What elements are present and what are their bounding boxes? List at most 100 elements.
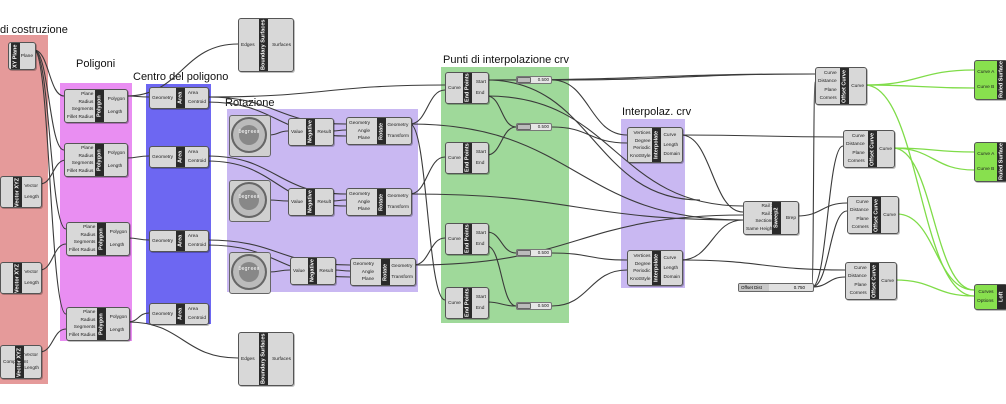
input-port[interactable]: Curve: [823, 71, 837, 77]
output-port[interactable]: Length: [107, 109, 123, 115]
input-port[interactable]: Value: [291, 129, 303, 135]
input-port[interactable]: KnotStyle: [630, 277, 651, 283]
input-port[interactable]: Curves: [978, 289, 994, 295]
input-port[interactable]: Curve: [448, 300, 461, 306]
output-port[interactable]: Geometry: [387, 194, 409, 200]
output-port[interactable]: Length: [109, 242, 125, 248]
input-port[interactable]: Curve: [853, 266, 867, 272]
output-port[interactable]: Geometry: [391, 264, 413, 270]
input-port[interactable]: Sections: [755, 219, 774, 225]
output-port[interactable]: Domain: [663, 275, 680, 281]
input-port[interactable]: Curve: [448, 236, 461, 242]
input-port[interactable]: Vertices: [633, 253, 651, 259]
input-port[interactable]: Segments: [71, 161, 94, 167]
output-port[interactable]: Start: [475, 149, 486, 155]
output-port[interactable]: End: [475, 161, 485, 167]
output-port[interactable]: Result: [319, 268, 333, 274]
number-slider[interactable]: 0.500: [516, 302, 552, 310]
input-port[interactable]: Plane: [357, 207, 371, 213]
input-port[interactable]: Angle: [361, 269, 375, 275]
port-label[interactable]: Length: [24, 195, 39, 201]
port-label[interactable]: Length: [24, 365, 39, 371]
output-port[interactable]: Start: [475, 230, 486, 236]
input-port[interactable]: Distance: [850, 208, 869, 214]
input-port[interactable]: Edges: [241, 42, 255, 48]
output-port[interactable]: End: [475, 91, 485, 97]
input-port[interactable]: Geometry: [152, 238, 174, 244]
input-port[interactable]: KnotStyle: [630, 154, 651, 160]
input-port[interactable]: Angle: [357, 128, 371, 134]
input-port[interactable]: Rail 1: [761, 204, 774, 210]
output-port[interactable]: Brep: [785, 215, 796, 221]
xy-plane-component[interactable]: XY Plane Plane: [8, 42, 36, 70]
input-port[interactable]: Plane: [361, 277, 375, 283]
input-port[interactable]: Geometry: [353, 261, 375, 267]
input-port[interactable]: Segments: [73, 325, 96, 331]
input-port[interactable]: Value: [291, 199, 303, 205]
input-port[interactable]: Periodic: [633, 146, 651, 152]
input-port[interactable]: Distance: [848, 274, 867, 280]
input-port[interactable]: Plane: [357, 136, 371, 142]
output-port[interactable]: Surfaces: [272, 42, 291, 48]
input-port[interactable]: Edges: [241, 356, 255, 362]
port-label[interactable]: Vector: [24, 269, 38, 275]
input-port[interactable]: Plane: [824, 87, 837, 93]
output-port[interactable]: Length: [663, 142, 679, 148]
input-port[interactable]: Geometry: [152, 154, 174, 160]
input-port[interactable]: Same Height: [746, 226, 774, 232]
input-port[interactable]: Plane: [83, 225, 96, 231]
input-port[interactable]: Plane: [83, 310, 96, 316]
input-port[interactable]: Angle: [357, 199, 371, 205]
input-port[interactable]: Degree: [634, 261, 651, 267]
output-port[interactable]: Curve: [881, 278, 894, 284]
output-port[interactable]: Start: [475, 294, 486, 300]
angle-dial[interactable]: Degrees: [231, 182, 267, 218]
angle-dial[interactable]: Degrees: [231, 117, 267, 153]
number-slider[interactable]: 0.500: [516, 76, 552, 84]
input-port[interactable]: Radius: [78, 99, 94, 105]
port-label[interactable]: Vector: [24, 353, 38, 359]
input-port[interactable]: Periodic: [633, 269, 651, 275]
output-port[interactable]: Transform: [387, 133, 409, 139]
input-port[interactable]: Segments: [73, 240, 96, 246]
output-port[interactable]: Polygon: [109, 230, 127, 236]
input-port[interactable]: Fillet Radius: [69, 332, 96, 338]
output-port[interactable]: Centroid: [187, 315, 206, 321]
output-port[interactable]: Transform: [391, 274, 413, 280]
input-port[interactable]: Curve B: [977, 166, 995, 172]
number-slider[interactable]: 0.500: [516, 249, 552, 257]
input-port[interactable]: Degree: [634, 138, 651, 144]
input-port[interactable]: Vertices: [633, 130, 651, 136]
output-port[interactable]: Geometry: [387, 123, 409, 129]
output-port[interactable]: Centroid: [187, 242, 206, 248]
output-port[interactable]: Curve: [883, 212, 896, 218]
output-port[interactable]: Curve: [663, 255, 677, 261]
output-port[interactable]: Transform: [387, 204, 409, 210]
input-port[interactable]: Plane: [854, 282, 867, 288]
input-port[interactable]: Curve: [448, 85, 461, 91]
port-label[interactable]: Plane: [20, 53, 33, 59]
input-port[interactable]: Segments: [71, 107, 94, 113]
input-port[interactable]: Curve: [851, 134, 865, 140]
